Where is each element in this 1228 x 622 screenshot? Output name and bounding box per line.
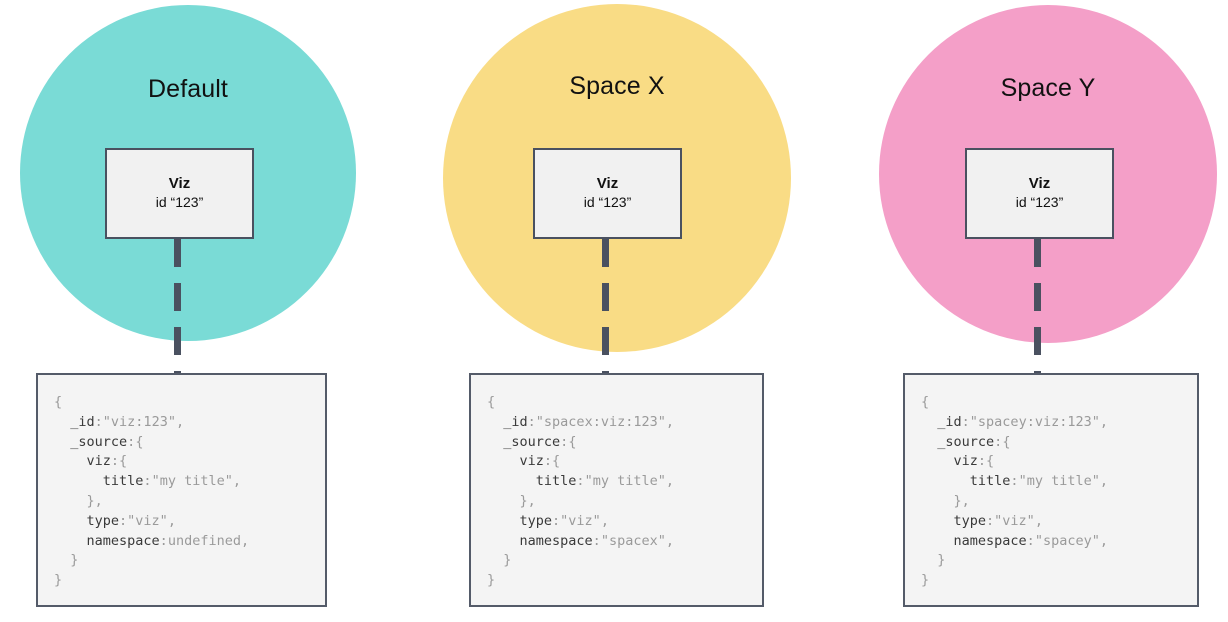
code-block-spacey: { _id:"spacey:viz:123", _source:{ viz:{ … [903,373,1199,607]
space-circle-spacex: Space X [443,4,791,352]
space-column-default: Default Viz id “123” { _id:"viz:123", _s… [0,0,392,622]
viz-node-id: id “123” [583,194,632,211]
viz-node-default: Viz id “123” [105,148,254,239]
space-column-spacey: Space Y Viz id “123” { _id:"spacey:viz:1… [843,0,1228,622]
viz-node-id: id “123” [1015,194,1064,211]
viz-node-spacey: Viz id “123” [965,148,1114,239]
dashed-connector-spacey [1034,239,1041,373]
code-text-spacey: { _id:"spacey:viz:123", _source:{ viz:{ … [921,394,1108,589]
space-label-default: Default [148,75,228,103]
space-column-spacex: Space X Viz id “123” { _id:"spacex:viz:1… [411,0,821,622]
viz-node-title: Viz [1028,174,1051,192]
code-block-default: { _id:"viz:123", _source:{ viz:{ title:"… [36,373,327,607]
viz-node-spacex: Viz id “123” [533,148,682,239]
code-text-default: { _id:"viz:123", _source:{ viz:{ title:"… [54,394,250,589]
dashed-connector-spacex [602,239,609,373]
dashed-connector-default [174,239,181,373]
space-label-spacex: Space X [569,72,665,100]
code-block-spacex: { _id:"spacex:viz:123", _source:{ viz:{ … [469,373,764,607]
code-text-spacex: { _id:"spacex:viz:123", _source:{ viz:{ … [487,394,674,589]
viz-node-title: Viz [168,174,191,192]
viz-node-title: Viz [596,174,619,192]
space-label-spacey: Space Y [1000,74,1096,102]
viz-node-id: id “123” [155,194,204,211]
